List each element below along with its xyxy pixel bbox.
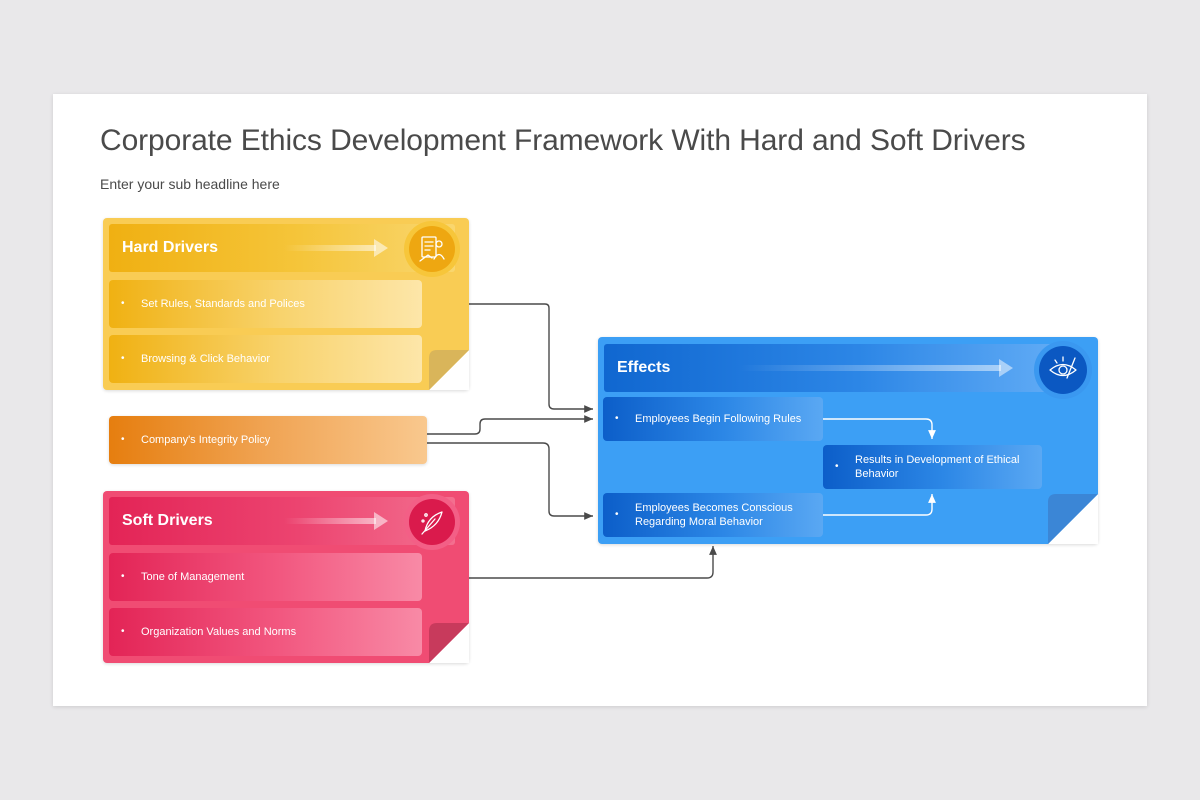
integrity-policy-box: • Company's Integrity Policy (109, 416, 427, 464)
soft-drivers-header: Soft Drivers (109, 497, 455, 545)
effects-title: Effects (617, 359, 671, 376)
arrow-right-icon (739, 359, 1013, 377)
list-item: • Employees Becomes Conscious Regarding … (603, 493, 823, 537)
list-item-text: Company's Integrity Policy (141, 434, 271, 446)
page-subtitle: Enter your sub headline here (100, 176, 280, 192)
list-item-text: Tone of Management (141, 571, 245, 583)
eye-pencil-icon (1034, 341, 1092, 399)
list-item: • Set Rules, Standards and Polices (109, 280, 422, 328)
flow-rule-to-result (823, 418, 936, 439)
page-title: Corporate Ethics Development Framework W… (100, 124, 1026, 157)
connector-hard-to-effects (469, 303, 593, 413)
connector-soft-to-effects (469, 546, 717, 579)
arrow-right-icon (284, 239, 388, 257)
effects-header: Effects (604, 344, 1066, 392)
page-curl (429, 623, 469, 663)
hard-drivers-header: Hard Drivers (109, 224, 455, 272)
list-item: • Employees Begin Following Rules (603, 397, 823, 441)
hard-drivers-title: Hard Drivers (122, 239, 219, 256)
hard-drivers-panel: Hard Drivers • Set Rules, Standards and (103, 218, 469, 390)
list-item: • Company's Integrity Policy (121, 434, 271, 446)
feather-quill-icon (404, 494, 460, 550)
list-item: • Tone of Management (109, 553, 422, 601)
slide: Corporate Ethics Development Framework W… (53, 94, 1147, 706)
list-item-text: Results in Development of Ethical Behavi… (855, 454, 1020, 480)
list-item: • Organization Values and Norms (109, 608, 422, 656)
list-item-text: Browsing & Click Behavior (141, 353, 270, 365)
list-item: • Browsing & Click Behavior (109, 335, 422, 383)
soft-drivers-panel: Soft Drivers • Tone of Management • Orga (103, 491, 469, 663)
list-item: • Results in Development of Ethical Beha… (823, 445, 1042, 489)
effects-panel: Effects • Employees Begin Following Rule… (598, 337, 1098, 544)
list-item-text: Set Rules, Standards and Polices (141, 298, 305, 310)
connector-policy-to-rule (427, 415, 593, 435)
page-curl (1048, 494, 1098, 544)
soft-drivers-title: Soft Drivers (122, 512, 213, 529)
list-item-text: Organization Values and Norms (141, 626, 297, 638)
flow-conscious-to-result (823, 494, 936, 516)
arrow-right-icon (284, 512, 388, 530)
handshake-document-icon (404, 221, 460, 277)
list-item-text: Employees Begin Following Rules (635, 413, 802, 425)
page-curl (429, 350, 469, 390)
list-item-text: Employees Becomes Conscious Regarding Mo… (635, 502, 793, 528)
